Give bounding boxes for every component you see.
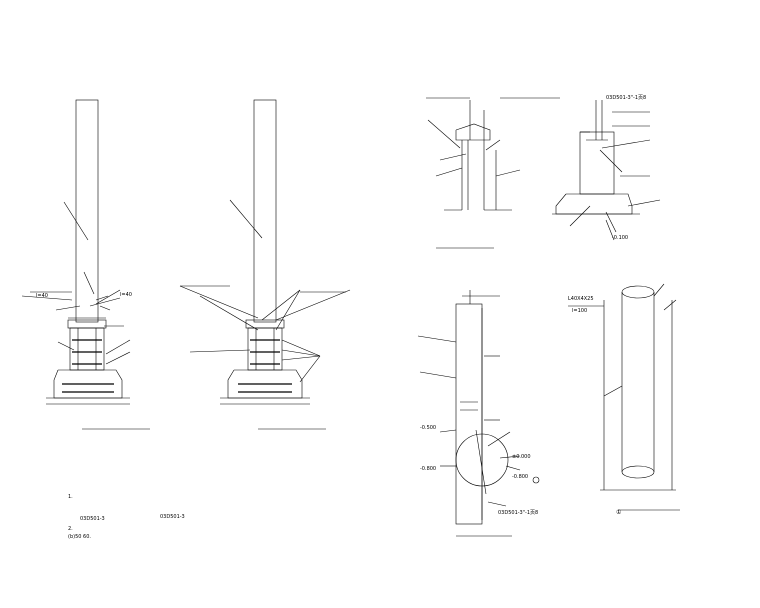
detail-pipe-clamp: [568, 283, 677, 491]
elevation-3: -0.800: [512, 474, 528, 480]
level-mark: ±0.000: [512, 454, 531, 460]
detail-column-footing-left: [21, 99, 131, 405]
ref-standard-2: 03D501-3"-1页8: [606, 95, 646, 101]
detail-column-footing-right: [179, 99, 351, 405]
angle-steel-label: L40X4X25: [568, 296, 594, 302]
detail-wall-section: [552, 100, 661, 241]
elevation-2: -0.800: [420, 466, 436, 472]
note-line-3: 2.: [68, 526, 73, 532]
ref-standard-3: 03D501-3"-1页8: [498, 510, 538, 516]
note-line-2: 03D501-3: [160, 514, 185, 520]
elevation-4: -0.100: [612, 235, 628, 241]
ref-standard-1: 03D501-3: [80, 516, 105, 522]
dim-small-2: l=40: [120, 292, 132, 298]
note-line-4: (b)50 60.: [68, 534, 91, 540]
note-line-1: 1.: [68, 494, 73, 500]
detail-number: ①: [616, 509, 621, 516]
detail-parapet-grounding: [426, 97, 560, 211]
elevation-1: -0.500: [420, 425, 436, 431]
dim-small-1: l=40: [36, 293, 48, 299]
angle-steel-length: l=100: [572, 308, 587, 314]
detail-vertical-conductor: [417, 290, 540, 525]
